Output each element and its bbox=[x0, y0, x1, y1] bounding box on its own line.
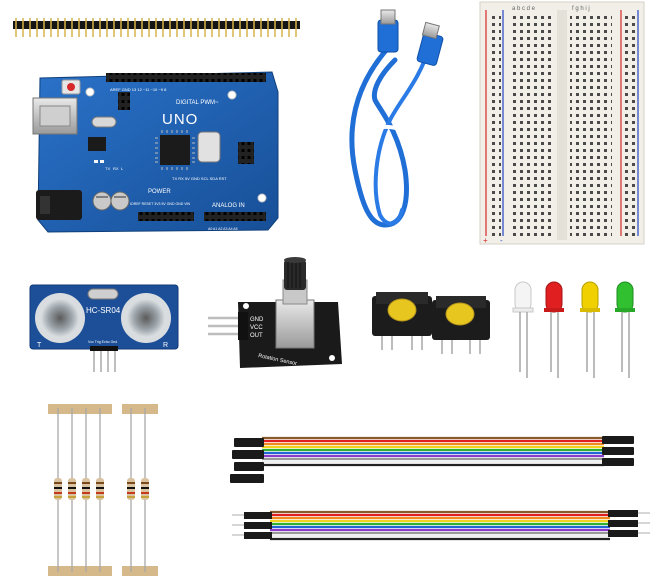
power-header bbox=[138, 212, 194, 221]
breadboard-letters-right: f g h i j bbox=[572, 6, 590, 12]
breadboard-plus: + bbox=[483, 236, 488, 245]
breadboard-letters-left: a b c d e bbox=[512, 6, 536, 12]
ultrasonic-t-mark: T bbox=[37, 342, 42, 349]
led-white bbox=[512, 281, 534, 378]
jumper-wires-female bbox=[230, 436, 634, 483]
led-yellow bbox=[580, 281, 600, 378]
usb-chip bbox=[88, 137, 106, 151]
push-button-right bbox=[432, 296, 490, 354]
l-led-label: L bbox=[121, 166, 124, 171]
board-brand-label: UNO bbox=[162, 111, 198, 128]
resistors bbox=[48, 404, 158, 576]
analog-label: ANALOG IN bbox=[212, 203, 245, 209]
icsp-header-usb bbox=[118, 92, 130, 110]
push-button-left bbox=[372, 292, 432, 350]
led-red bbox=[544, 281, 564, 378]
arduino-uno-board: UNO DIGITAL PWM~ POWER ANALOG IN AREF GN… bbox=[32, 71, 279, 233]
usb-b-connector bbox=[416, 21, 444, 66]
potentiometer-knob bbox=[284, 257, 306, 290]
microcontroller-chip bbox=[155, 130, 195, 170]
rotation-pin-gnd: GND bbox=[250, 317, 264, 323]
ultrasonic-crystal bbox=[87, 288, 119, 300]
male-pin-header bbox=[13, 18, 300, 37]
power-header-label: IOREF RESET 3V3 5V GND GND VIN bbox=[130, 202, 191, 206]
oscillator bbox=[197, 131, 221, 163]
digital-header bbox=[106, 73, 266, 82]
usb-cable bbox=[349, 9, 444, 228]
analog-header-label: A0 A1 A2 A3 A4 A5 bbox=[208, 227, 238, 231]
digital-label: DIGITAL PWM~ bbox=[176, 100, 219, 106]
capacitors bbox=[92, 191, 130, 211]
ultrasonic-pin-labels: Vcc Trig Echo Gnd bbox=[88, 340, 117, 344]
ultrasonic-r-mark: R bbox=[163, 342, 168, 349]
power-label: POWER bbox=[148, 189, 171, 195]
breadboard-minus: - bbox=[500, 236, 503, 245]
dc-power-jack bbox=[36, 190, 82, 220]
rx-label: RX bbox=[113, 166, 119, 171]
reset-button bbox=[61, 79, 81, 95]
crystal bbox=[91, 116, 117, 128]
led-green bbox=[615, 281, 635, 378]
usb-a-connector bbox=[377, 9, 399, 53]
serial-pin-label: TX RX 5V GND SCL SDA RST bbox=[172, 176, 227, 181]
rotation-pin-out: OUT bbox=[250, 333, 263, 339]
breadboard: a b c d e f g h i j + - bbox=[479, 1, 645, 245]
rotation-pin-vcc: VCC bbox=[250, 325, 263, 331]
resistor-bodies bbox=[54, 478, 149, 500]
icsp-header bbox=[238, 142, 254, 164]
potentiometer-body bbox=[275, 299, 315, 349]
ultrasonic-sensor: HC-SR04 T R Vcc Trig Echo Gnd bbox=[29, 284, 179, 372]
rotation-sensor: GND VCC OUT Rotation Sensor bbox=[208, 257, 342, 368]
analog-header bbox=[204, 212, 266, 221]
tx-label: TX bbox=[105, 166, 110, 171]
ultrasonic-model: HC-SR04 bbox=[86, 306, 121, 315]
digital-header-label: AREF GND 13 12 ~11 ~10 ~9 8 bbox=[110, 87, 167, 92]
usb-b-port bbox=[32, 97, 78, 135]
jumper-wires-male bbox=[232, 510, 650, 541]
